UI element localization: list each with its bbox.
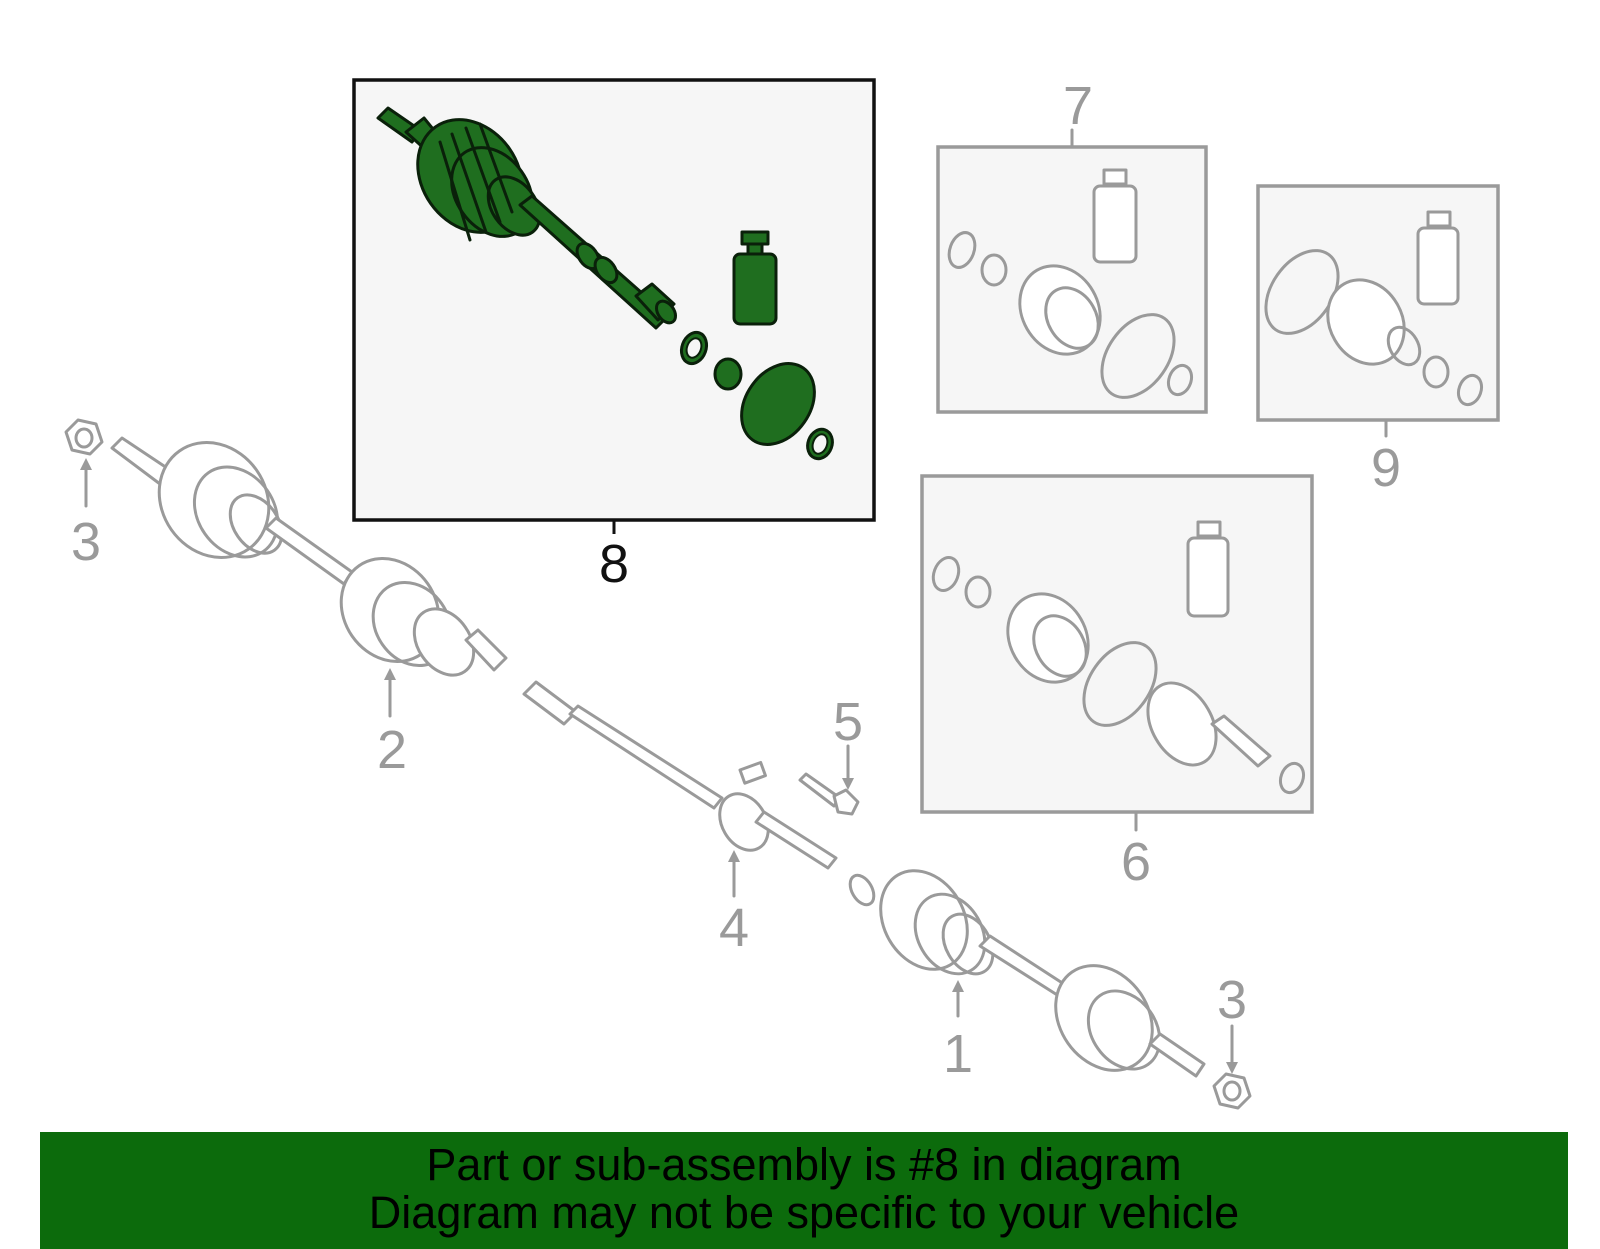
callout-4: 4: [719, 898, 749, 958]
part-6-kit[interactable]: 6: [920, 474, 1314, 892]
part-8-small-parts: [679, 330, 834, 461]
callout-7: 7: [1063, 76, 1093, 136]
part-9-kit[interactable]: 9: [1251, 184, 1500, 498]
part-8-kit[interactable]: 8: [352, 78, 876, 594]
info-banner: Part or sub-assembly is #8 in diagram Di…: [40, 1132, 1568, 1249]
part-8-grease-tube: [732, 230, 778, 326]
part-7-kit[interactable]: 7: [936, 76, 1208, 414]
banner-line-1: Part or sub-assembly is #8 in diagram: [426, 1139, 1182, 1190]
banner-line-2: Diagram may not be specific to your vehi…: [368, 1187, 1240, 1238]
main-axle-assembly: [64, 418, 1252, 1110]
part-1-axle-shaft[interactable]: [845, 855, 1206, 1089]
callout-6: 6: [1121, 832, 1151, 892]
callout-9: 9: [1371, 438, 1401, 498]
callout-2: 2: [377, 720, 407, 780]
callout-3-left: 3: [71, 512, 101, 572]
callout-3-right: 3: [1217, 970, 1247, 1030]
callout-8: 8: [599, 534, 629, 594]
part-8-axle-shaft: [376, 106, 678, 330]
part-5-bolt[interactable]: [798, 772, 860, 816]
part-3-left-nut[interactable]: [64, 418, 104, 456]
part-2-inner-joint[interactable]: [321, 539, 508, 686]
part-3-right-nut[interactable]: [1212, 1072, 1252, 1110]
part-4-intermediate-shaft[interactable]: [522, 680, 838, 870]
callout-1: 1: [943, 1024, 973, 1084]
callout-arrows: [80, 458, 1238, 1074]
callout-5: 5: [833, 692, 863, 752]
